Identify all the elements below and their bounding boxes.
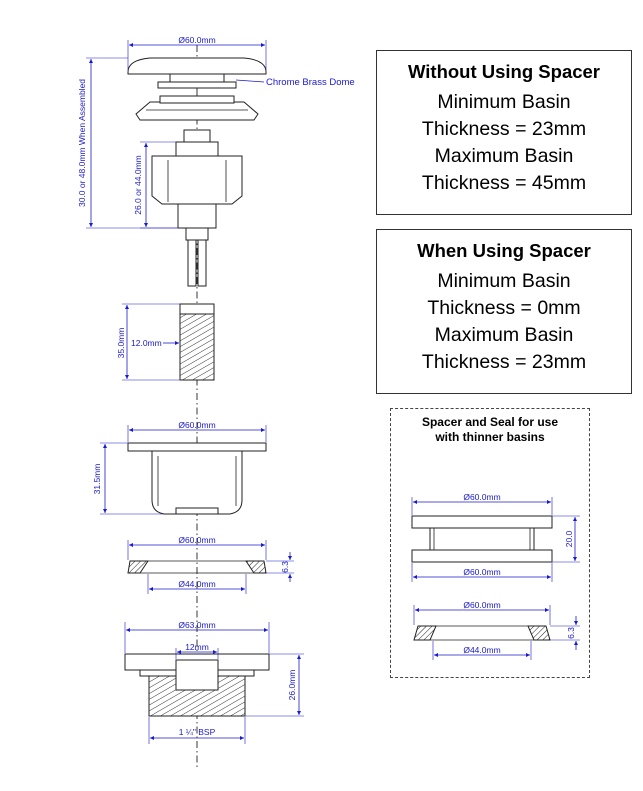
- without-spacer-line3: Maximum Basin: [434, 145, 574, 167]
- thin-seal-thickness-label: 6.3: [566, 627, 576, 639]
- nut-height-dimension: 26.0mm: [245, 653, 304, 717]
- body-diameter-dimension: Ø60.0mm: [127, 420, 267, 442]
- without-spacer-line2: Thickness = 23mm: [421, 118, 587, 140]
- dome-callout: Chrome Brass Dome: [235, 77, 355, 88]
- seal-washer: [127, 560, 267, 574]
- mechanism-height-label: 26.0 or 44.0mm: [133, 155, 143, 215]
- nut-bore-dimension: 12mm: [175, 642, 219, 659]
- with-spacer-line3: Maximum Basin: [434, 324, 574, 346]
- spacer-height-dimension: 20.0: [552, 515, 580, 563]
- without-spacer-box: Without Using Spacer Minimum Basin Thick…: [376, 50, 632, 215]
- spacer-title-line1: Spacer and Seal for use: [421, 415, 559, 429]
- spacer-height-label: 20.0: [564, 530, 574, 547]
- dome-diameter-label: Ø60.0mm: [178, 35, 215, 45]
- without-spacer-line4: Thickness = 45mm: [421, 172, 587, 194]
- spacer-title-line2: with thinner basins: [435, 430, 545, 444]
- back-nut: [124, 653, 270, 717]
- dome-callout-label: Chrome Brass Dome: [266, 77, 355, 88]
- nut-bore-label: 12mm: [185, 642, 209, 652]
- stud-length-dimension: 35.0mm: [116, 303, 180, 381]
- thin-seal-outer-dimension: Ø60.0mm: [413, 600, 551, 625]
- threaded-stud: [179, 303, 215, 381]
- seal-inner-label: Ø44.0mm: [178, 579, 215, 589]
- body-depth-dimension: 31.5mm: [92, 442, 164, 515]
- thin-seal-part: [413, 625, 551, 641]
- mechanism-height-dimension: 26.0 or 44.0mm: [133, 141, 178, 229]
- spacer-panel: Spacer and Seal for use with thinner bas…: [390, 408, 590, 678]
- nut-outer-dimension: Ø63.0mm: [124, 620, 270, 653]
- thin-seal-inner-label: Ø44.0mm: [463, 645, 500, 655]
- nut-outer-label: Ø63.0mm: [178, 620, 215, 630]
- with-spacer-line2: Thickness = 0mm: [427, 297, 581, 319]
- flange-ring: [135, 95, 259, 121]
- chrome-dome: [127, 57, 267, 89]
- thin-seal-thickness-dimension: 6.3: [550, 616, 580, 650]
- seal-inner-dimension: Ø44.0mm: [147, 574, 247, 594]
- stud-length-label: 35.0mm: [116, 328, 126, 359]
- spacer-top-label: Ø60.0mm: [463, 492, 500, 502]
- spacer-bottom-dimension: Ø60.0mm: [411, 563, 553, 582]
- seal-outer-dimension: Ø60.0mm: [127, 535, 267, 560]
- dome-diameter-dimension: Ø60.0mm: [127, 35, 267, 70]
- spacer-panel-title: Spacer and Seal for use with thinner bas…: [391, 415, 589, 445]
- seal-thickness-label: 6.3: [280, 561, 290, 573]
- body-depth-label: 31.5mm: [92, 464, 102, 495]
- thread-label: 1 ¼" BSP: [179, 727, 216, 737]
- thin-seal-outer-label: Ø60.0mm: [463, 600, 500, 610]
- without-spacer-heading: Without Using Spacer: [407, 61, 601, 82]
- stud-diameter-label: 12.0mm: [131, 338, 162, 348]
- thin-seal-inner-dimension: Ø44.0mm: [432, 641, 532, 660]
- seal-outer-label: Ø60.0mm: [178, 535, 215, 545]
- with-spacer-line1: Minimum Basin: [437, 270, 571, 292]
- spacer-part: [411, 515, 553, 563]
- body-diameter-label: Ø60.0mm: [178, 420, 215, 430]
- thread-dimension: 1 ¼" BSP: [148, 717, 246, 744]
- with-spacer-heading: When Using Spacer: [417, 240, 591, 261]
- assembled-height-label: 30.0 or 48.0mm When Assembled: [77, 79, 87, 207]
- spacer-top-dimension: Ø60.0mm: [411, 492, 553, 515]
- waste-body: [127, 442, 267, 515]
- with-spacer-line4: Thickness = 23mm: [421, 351, 587, 373]
- seal-thickness-dimension: 6.3: [266, 552, 294, 582]
- with-spacer-box: When Using Spacer Minimum Basin Thicknes…: [376, 229, 632, 394]
- stud-diameter-dimension: 12.0mm: [131, 338, 179, 348]
- click-mechanism: [151, 129, 243, 287]
- nut-height-label: 26.0mm: [287, 670, 297, 701]
- without-spacer-line1: Minimum Basin: [437, 91, 571, 113]
- spacer-bottom-label: Ø60.0mm: [463, 567, 500, 577]
